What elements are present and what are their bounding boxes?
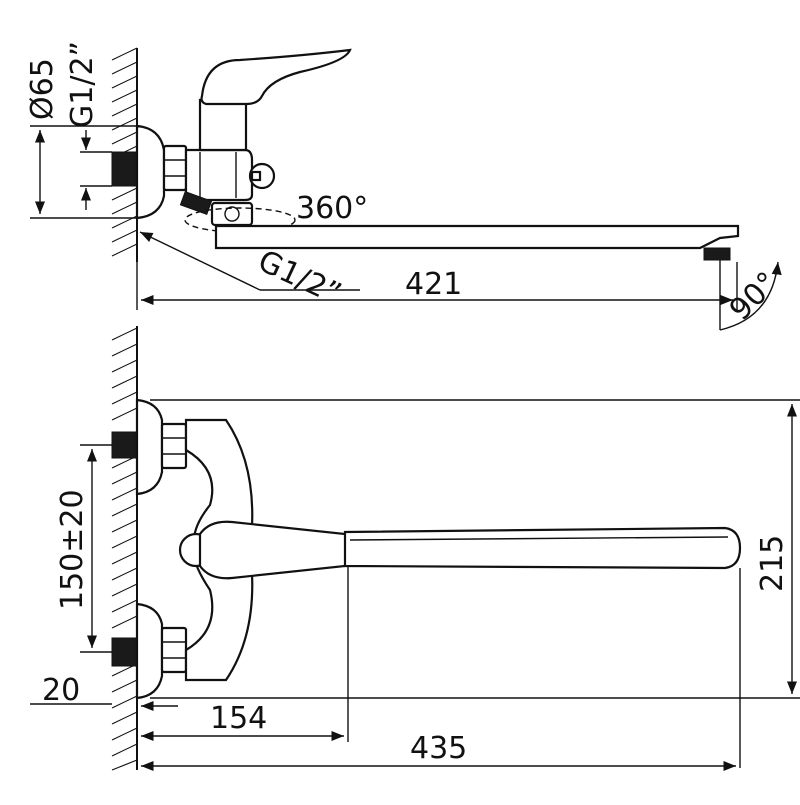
escutcheon-upper bbox=[135, 398, 164, 496]
label-height: 215 bbox=[755, 535, 790, 592]
diverter-knob bbox=[248, 162, 276, 190]
nut-lower bbox=[160, 626, 188, 674]
label-inlet-spacing: 150±20 bbox=[55, 489, 90, 610]
side-view: Ø65 G1/2” 360° G1/2” 421 90° bbox=[25, 41, 785, 331]
nut-upper bbox=[160, 422, 188, 470]
label-thread-top: G1/2” bbox=[65, 41, 100, 128]
label-thread-bottom: G1/2” bbox=[253, 244, 347, 313]
inlet-pipe-top bbox=[111, 151, 138, 187]
leader-g12-bottom bbox=[139, 231, 261, 291]
label-total-length: 435 bbox=[410, 731, 467, 766]
rotation-ellipse bbox=[184, 207, 296, 233]
wall-hatch-bottom bbox=[111, 326, 138, 771]
escutcheon-top bbox=[135, 124, 166, 220]
lever-handle-top bbox=[200, 48, 352, 106]
label-offset: 20 bbox=[42, 673, 80, 708]
label-spout-length-side: 421 bbox=[405, 267, 462, 302]
escutcheon-lower bbox=[135, 602, 164, 700]
spout-side bbox=[214, 224, 740, 250]
angle-arc bbox=[719, 261, 782, 331]
outlet-thread-dark bbox=[179, 190, 213, 216]
label-diameter: Ø65 bbox=[25, 58, 60, 120]
mixer-body-top bbox=[184, 148, 254, 202]
cartridge-top bbox=[198, 98, 248, 152]
front-view: 215 150±20 20 154 435 bbox=[30, 326, 800, 772]
label-handle-reach: 154 bbox=[210, 701, 267, 736]
inlet-pipe-upper bbox=[111, 431, 138, 459]
aerator bbox=[703, 247, 731, 261]
label-swivel-angle: 360° bbox=[296, 191, 368, 226]
nut-top bbox=[162, 144, 188, 192]
inlet-pipe-lower bbox=[111, 637, 138, 667]
lever-handle-front bbox=[198, 520, 350, 580]
spout-front bbox=[343, 526, 742, 570]
